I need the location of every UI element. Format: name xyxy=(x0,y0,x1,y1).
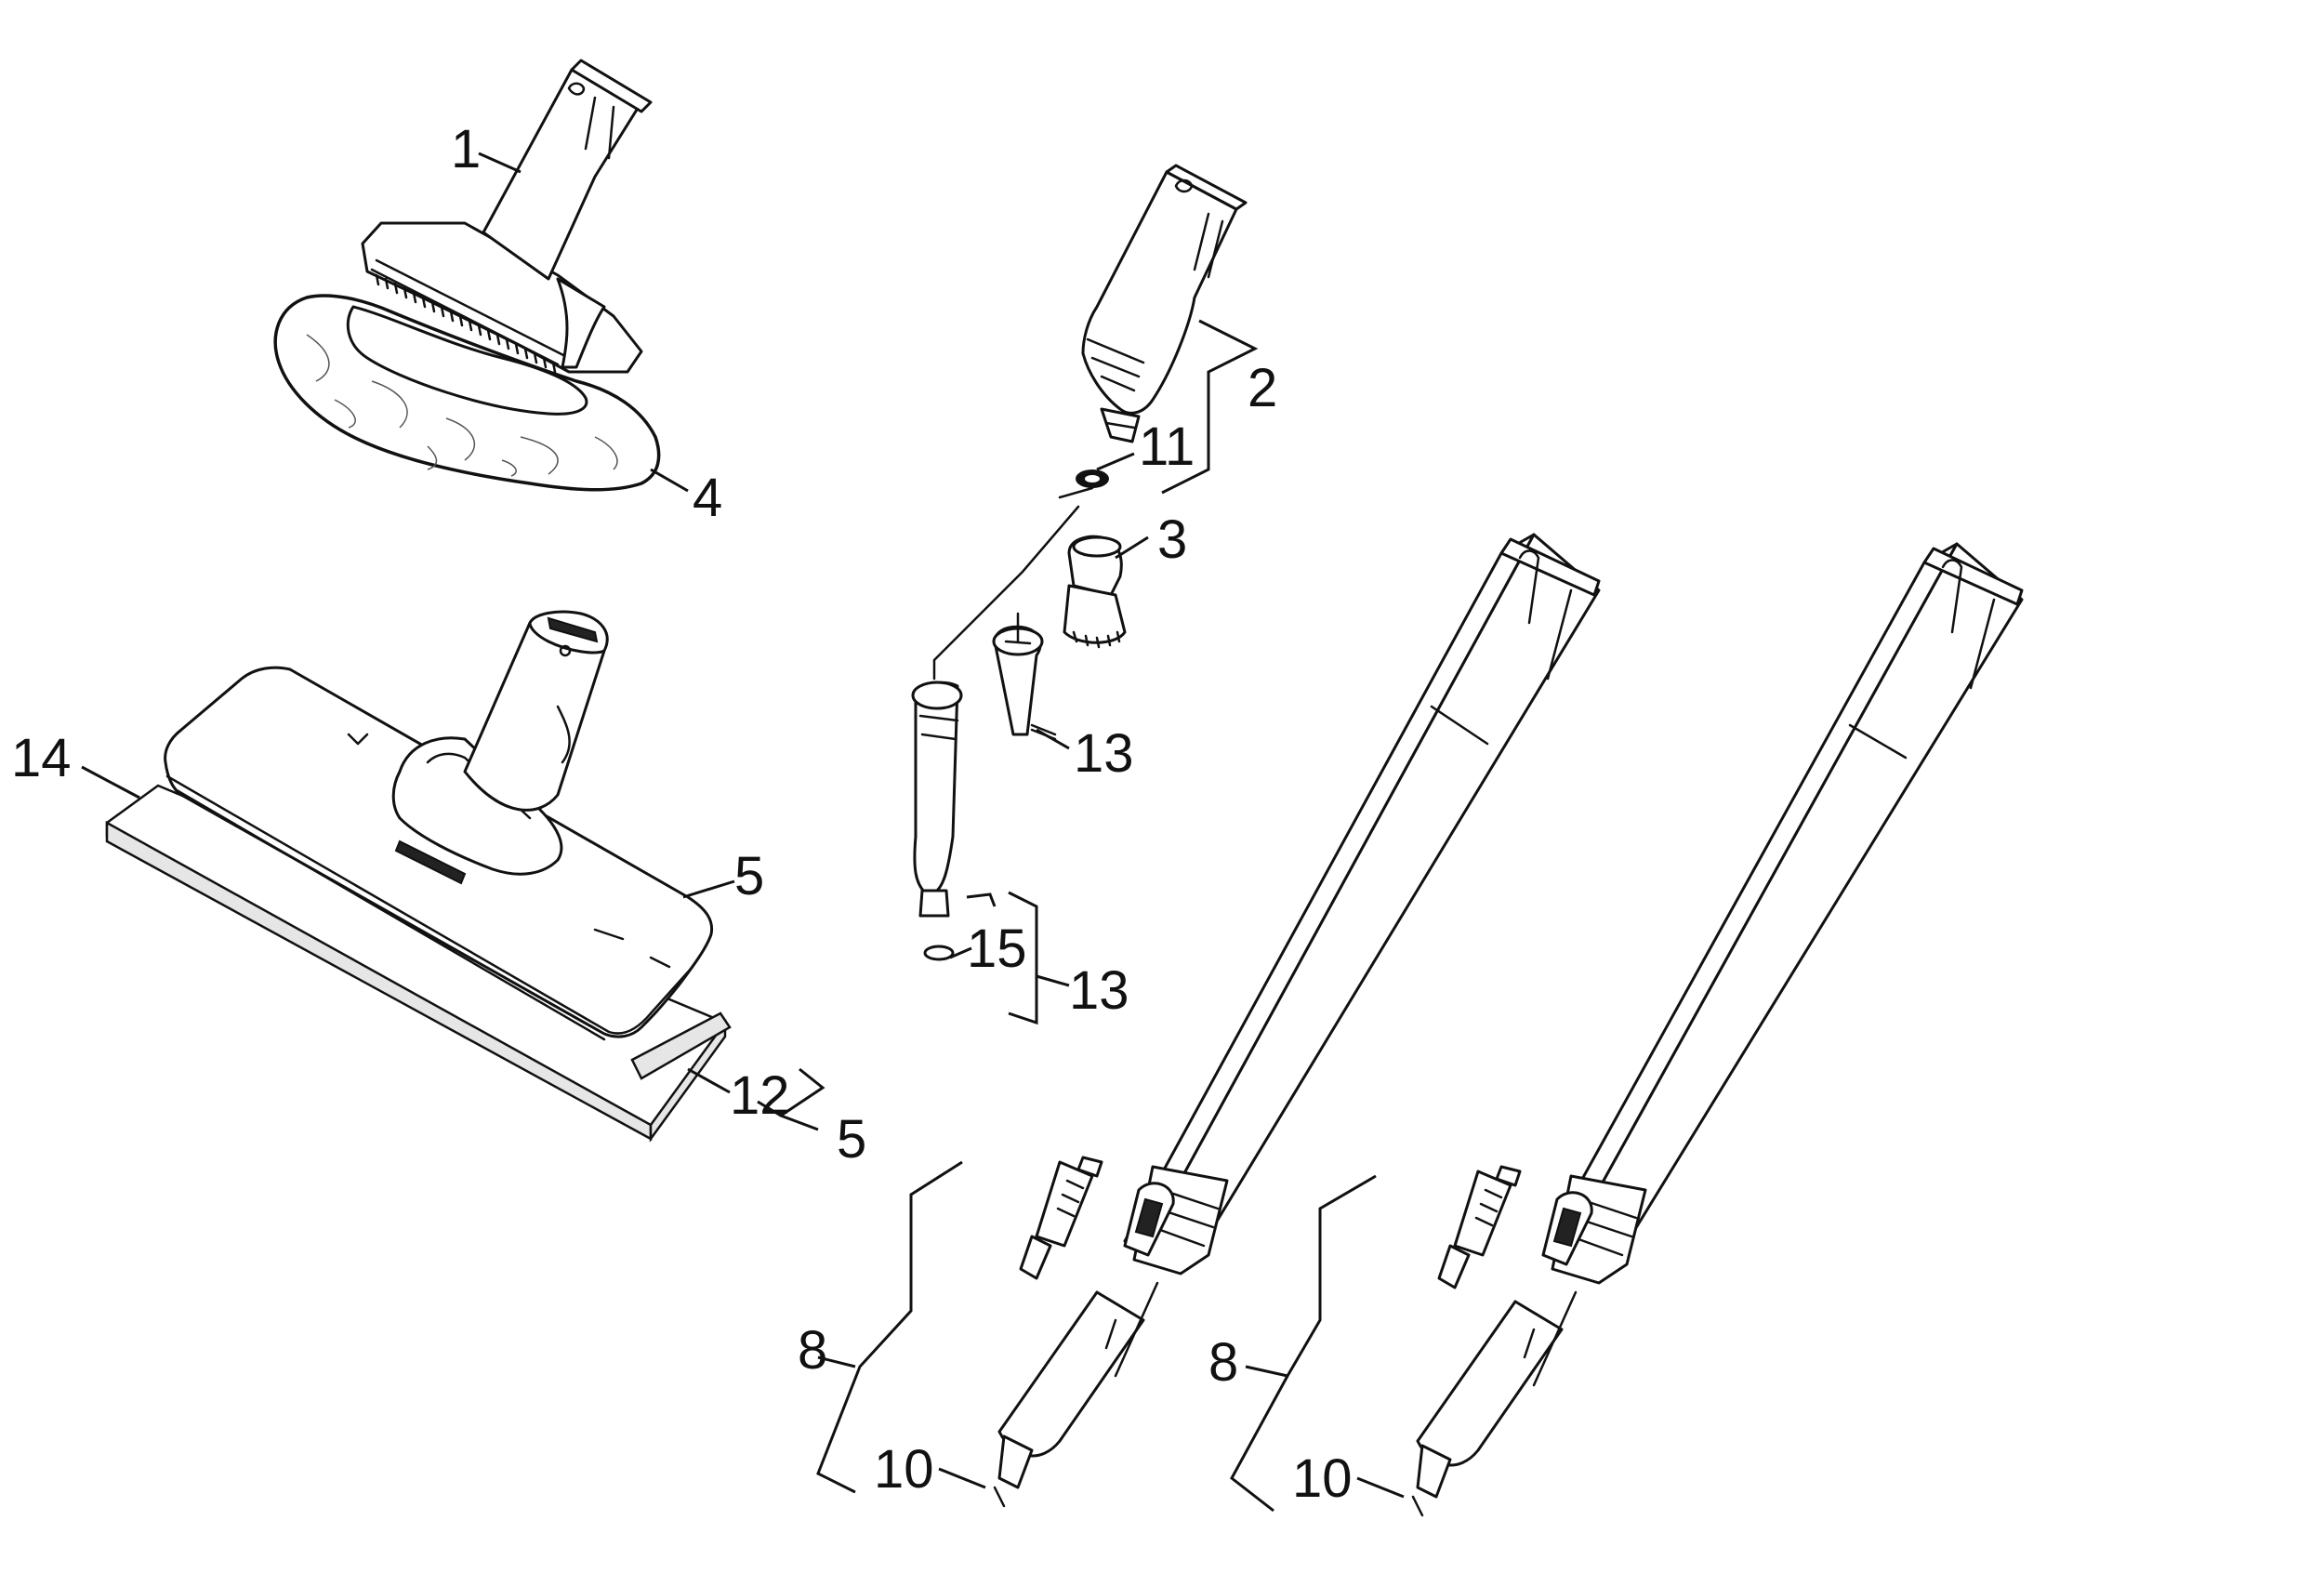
callout-4: 4 xyxy=(693,468,722,528)
hand-brush-assembly xyxy=(273,59,661,492)
callout-2: 2 xyxy=(1248,358,1277,418)
detail-nozzle-assembly xyxy=(1063,164,1248,649)
callout-12: 12 xyxy=(730,1065,790,1126)
callout-13-set: 13 xyxy=(1069,960,1129,1021)
power-nozzle-long xyxy=(913,681,959,894)
callout-8-left: 8 xyxy=(798,1320,827,1381)
callout-1: 1 xyxy=(451,119,481,179)
callout-5-pad: 5 xyxy=(837,1109,866,1170)
callout-15: 15 xyxy=(967,919,1027,979)
floor-cloth-12 xyxy=(630,1011,732,1080)
callout-14: 14 xyxy=(11,728,72,788)
callout-labels: 1 2 3 4 5 5 8 8 10 10 11 12 13 13 14 15 xyxy=(11,119,1353,1509)
leader-lines xyxy=(81,152,1405,1513)
callout-11: 11 xyxy=(1139,416,1195,477)
callout-5-nozzle: 5 xyxy=(734,846,764,906)
detail-nozzle xyxy=(1081,170,1238,415)
o-ring-15 xyxy=(923,945,955,961)
brush-handle xyxy=(482,68,643,281)
power-nozzle-set xyxy=(911,486,1094,961)
callout-13-small: 13 xyxy=(1074,723,1134,784)
callout-8-right: 8 xyxy=(1208,1332,1238,1393)
callout-3: 3 xyxy=(1157,509,1187,570)
extension-tube-left xyxy=(993,533,1601,1508)
floor-nozzle-assembly xyxy=(105,610,732,1143)
floor-nozzle-body xyxy=(164,666,714,1038)
extension-tube-right xyxy=(1411,542,2024,1517)
callout-10-left: 10 xyxy=(874,1439,934,1500)
callout-10-right: 10 xyxy=(1292,1448,1353,1509)
